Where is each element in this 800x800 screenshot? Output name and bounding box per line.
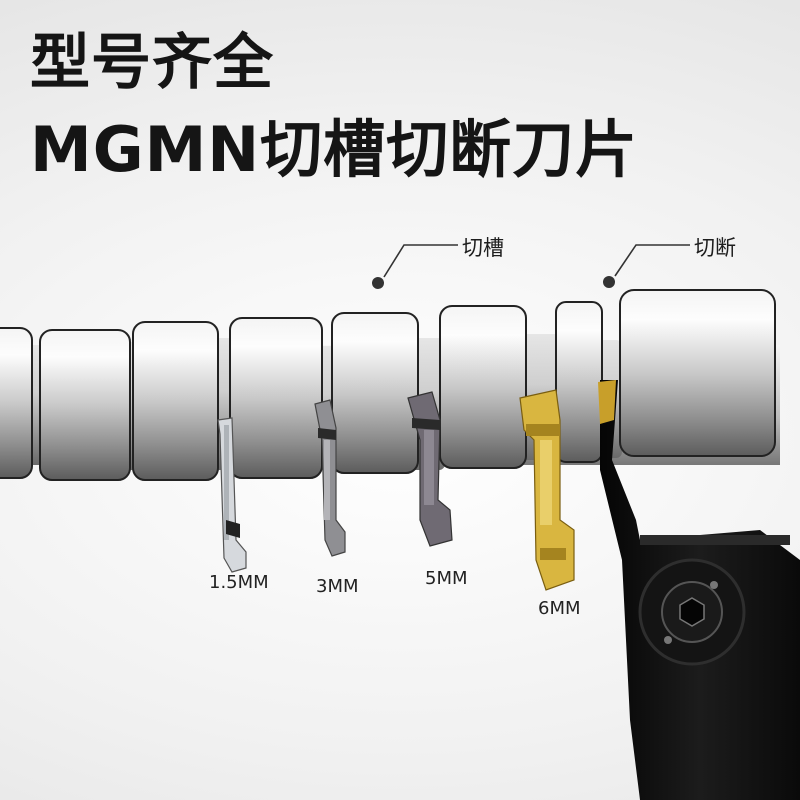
callout-grooving-label: 切槽 [462, 236, 504, 260]
insert-1-5mm [217, 417, 247, 573]
insert-size-label: 5MM [425, 568, 468, 589]
callout-parting-label: 切断 [694, 236, 736, 260]
callout-grooving-leader [372, 244, 458, 289]
insert-size-label: 6MM [538, 598, 581, 619]
insert-5mm [407, 391, 453, 547]
headline-line-2: MGMN切槽切断刀片 [30, 113, 639, 186]
insert-size-label: 1.5MM [209, 572, 269, 593]
callout-parting-leader [603, 244, 690, 288]
insert-6mm [519, 389, 575, 591]
insert-3mm [314, 399, 346, 557]
insert-size-label: 3MM [316, 576, 359, 597]
clamp-screw-icon [638, 558, 746, 666]
headline-line-1: 型号齐全 [30, 28, 274, 98]
workpiece-shaft [0, 289, 780, 481]
